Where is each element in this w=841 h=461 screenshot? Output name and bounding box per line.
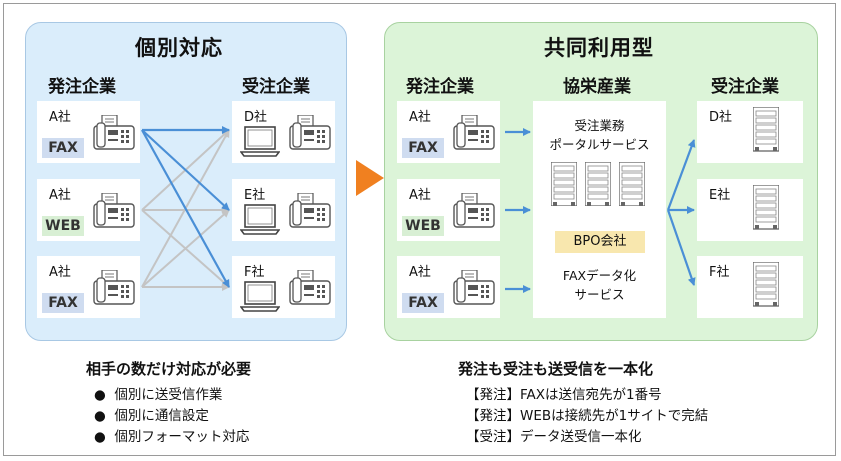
kyoei-service-card: 受注業務 ポータルサービス BPO会社 FAXデータ化 サービス <box>533 101 666 318</box>
left-summary-item: ● 個別に通信設定 <box>94 408 209 424</box>
company-label: A社 <box>49 265 71 280</box>
fax-data-service-line1: FAXデータ化 <box>562 268 637 283</box>
left-orderer-card-3: A社 FAX <box>37 256 140 318</box>
right-orderer-card-2: A社 WEB <box>397 179 500 241</box>
center-header: 協栄産業 <box>563 77 631 97</box>
right-receiver-header: 受注企業 <box>711 77 779 97</box>
right-receiver-card-f: F社 <box>697 256 803 318</box>
company-label: F社 <box>709 265 730 280</box>
left-orderer-card-2: A社 WEB <box>37 179 140 241</box>
right-orderer-card-1: A社 FAX <box>397 101 500 163</box>
channel-tag: WEB <box>402 216 444 236</box>
right-summary-item: 【発注】WEBは接続先が1サイトで完結 <box>466 408 709 424</box>
left-orderer-header: 発注企業 <box>48 77 116 97</box>
left-orderer-card-1: A社 FAX <box>37 101 140 163</box>
blue-arrow <box>141 129 230 288</box>
left-summary-item: ● 個別フォーマット対応 <box>94 429 250 445</box>
right-orderer-header: 発注企業 <box>406 77 474 97</box>
individual-panel-title: 個別対応 <box>135 36 223 60</box>
company-label: A社 <box>409 265 431 280</box>
shared-use-panel-title: 共同利用型 <box>544 36 654 60</box>
company-label: A社 <box>49 188 71 203</box>
company-label: E社 <box>709 188 731 203</box>
channel-tag: FAX <box>402 293 444 313</box>
channel-tag: WEB <box>42 216 84 236</box>
blue-arrow <box>141 129 230 211</box>
right-summary-title: 発注も受注も送受信を一本化 <box>458 360 654 378</box>
bpo-badge: BPO会社 <box>555 231 645 253</box>
left-summary-item: ● 個別に送受信作業 <box>94 387 223 403</box>
company-label: A社 <box>49 110 71 125</box>
transition-arrow <box>356 160 384 196</box>
company-label: E社 <box>244 188 266 203</box>
company-label: A社 <box>409 188 431 203</box>
blue-arrow <box>666 209 696 286</box>
left-receiver-card-e: E社 <box>232 179 335 241</box>
company-label: D社 <box>244 110 268 125</box>
company-label: A社 <box>409 110 431 125</box>
left-summary-title: 相手の数だけ対応が必要 <box>86 360 252 378</box>
channel-tag: FAX <box>42 293 84 313</box>
right-orderer-card-3: A社 FAX <box>397 256 500 318</box>
right-receiver-card-d: D社 <box>697 101 803 163</box>
portal-service-line2: ポータルサービス <box>549 137 650 152</box>
company-label: F社 <box>244 265 265 280</box>
right-receiver-card-e: E社 <box>697 179 803 241</box>
channel-tag: FAX <box>402 138 444 158</box>
left-receiver-card-d: D社 <box>232 101 335 163</box>
right-summary-item: 【発注】FAXは送信宛先が1番号 <box>466 387 662 403</box>
blue-arrow <box>666 139 696 211</box>
gray-arrow <box>141 209 230 288</box>
company-label: D社 <box>709 110 733 125</box>
diagram-frame <box>3 3 836 456</box>
portal-service-line1: 受注業務 <box>574 118 625 133</box>
right-summary-item: 【受注】データ送受信一本化 <box>466 429 642 445</box>
left-receiver-card-f: F社 <box>232 256 335 318</box>
fax-data-service-line2: サービス <box>574 287 625 302</box>
left-receiver-header: 受注企業 <box>242 77 310 97</box>
channel-tag: FAX <box>42 138 84 158</box>
